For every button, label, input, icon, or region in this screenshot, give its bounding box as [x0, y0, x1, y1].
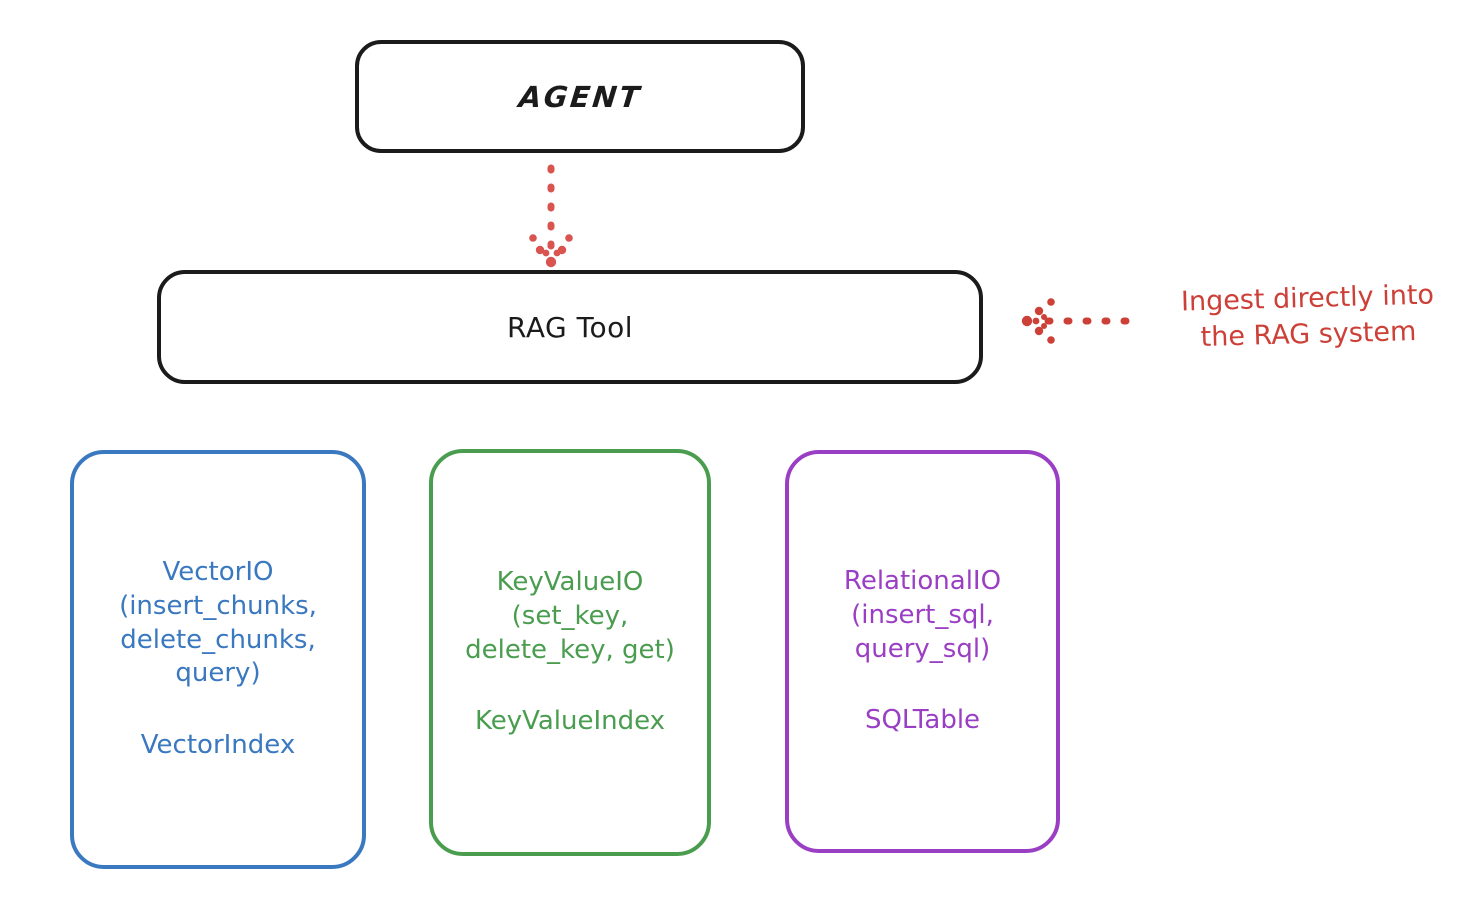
key-value-io-node[interactable]: KeyValueIO (set_key, delete_key, get) Ke… [429, 449, 711, 856]
key-value-index-label: KeyValueIndex [474, 706, 666, 737]
agent-node-label: AGENT [516, 79, 644, 114]
sql-table-label: SQLTable [864, 705, 981, 736]
relational-io-node[interactable]: RelationalIO (insert_sql, query_sql) SQL… [785, 450, 1060, 853]
rag-tool-node[interactable]: RAG Tool [157, 270, 983, 384]
vector-index-label: VectorIndex [140, 730, 296, 761]
key-value-io-title: KeyValueIO (set_key, delete_key, get) [465, 566, 675, 665]
agent-to-rag-connector-icon [529, 164, 573, 268]
ingest-annotation-text: Ingest directly into the RAG system [1180, 279, 1435, 353]
note-to-rag-connector-icon [1021, 298, 1132, 344]
vector-io-node[interactable]: VectorIO (insert_chunks, delete_chunks, … [70, 450, 366, 869]
rag-tool-node-label: RAG Tool [507, 310, 633, 344]
relational-io-title: RelationalIO (insert_sql, query_sql) [843, 565, 1002, 664]
vector-io-title: VectorIO (insert_chunks, delete_chunks, … [119, 557, 317, 689]
agent-node[interactable]: AGENT [355, 40, 805, 153]
